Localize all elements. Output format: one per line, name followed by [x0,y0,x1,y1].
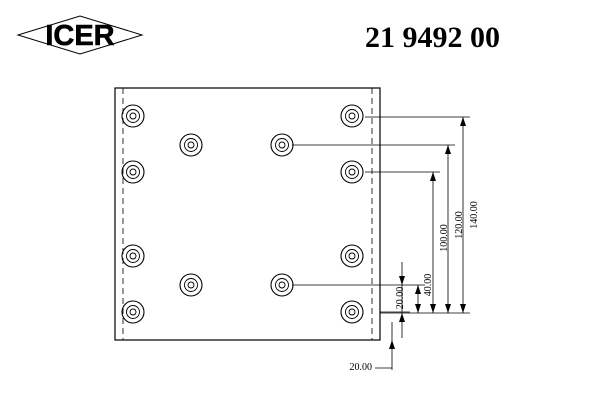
rivet-hole-ring [345,109,359,123]
arrow-40-bottom [415,304,421,313]
rivet-hole-ring [340,104,364,128]
dim-label-40: 40.00 [423,274,434,297]
arrow-100-top [430,172,436,181]
rivet-hole [121,160,145,184]
rivet-hole-ring [348,168,356,176]
rivet-hole-ring [275,278,289,292]
rivet-hole-ring [345,249,359,263]
rivet-hole [121,244,145,268]
rivet-hole-ring [187,141,195,149]
rivet-hole-ring [340,160,364,184]
arrow-40-top [415,285,421,294]
rivet-hole-ring [184,138,198,152]
arrow-20h [389,340,395,349]
dim-label-140: 140.00 [469,201,480,229]
rivet-hole [121,300,145,324]
rivet-hole-ring [345,305,359,319]
dim-label-100: 100.00 [439,224,450,252]
arrow-120-top [445,145,451,154]
rivet-hole-ring [278,141,286,149]
logo-text: ICER [45,20,114,52]
rivet-hole-ring [129,168,137,176]
extension-lines [292,116,470,314]
rivet-hole-ring [121,160,145,184]
arrow-120-bottom [445,304,451,313]
brake-lining-plate [114,87,381,341]
rivet-hole-ring [126,165,140,179]
arrow-20v-bottom [399,313,405,322]
arrow-100-bottom [430,304,436,313]
rivet-hole [121,104,145,128]
arrow-20v-top [399,276,405,285]
rivet-hole [179,133,203,157]
rivet-hole-ring [129,112,137,120]
logo-diamond [16,15,144,55]
rivet-hole-ring [179,133,203,157]
rivet-hole-ring [126,249,140,263]
rivet-hole [270,273,294,297]
dim-label-20-vertical: 20.00 [395,287,406,310]
rivet-hole-ring [340,300,364,324]
rivet-hole-ring [187,281,195,289]
rivet-hole [340,244,364,268]
rivet-hole-ring [126,109,140,123]
rivet-hole-ring [345,165,359,179]
arrow-140-bottom [460,304,466,313]
arrow-140-top [460,117,466,126]
rivet-hole [270,133,294,157]
rivet-hole-ring [270,273,294,297]
rivet-hole [340,160,364,184]
icer-logo: ICER [16,15,144,55]
dim-label-120: 120.00 [454,211,465,239]
part-number: 21 9492 00 [365,21,500,54]
rivet-hole-ring [129,308,137,316]
rivet-hole-ring [270,133,294,157]
rivet-hole-ring [275,138,289,152]
rivet-hole-ring [348,112,356,120]
rivet-hole-ring [121,244,145,268]
rivet-hole-ring [129,252,137,260]
rivet-hole-ring [121,104,145,128]
rivet-hole-ring [121,300,145,324]
dim-label-20-horizontal: 20.00 [350,362,373,373]
rivet-hole [179,273,203,297]
rivet-hole-ring [348,252,356,260]
rivet-hole [340,104,364,128]
dimension-lines [375,117,466,370]
rivet-hole-ring [184,278,198,292]
rivet-hole-ring [126,305,140,319]
rivet-holes [121,104,364,324]
rivet-hole [340,300,364,324]
rivet-hole-ring [340,244,364,268]
rivet-hole-ring [179,273,203,297]
rivet-hole-ring [348,308,356,316]
rivet-hole-ring [278,281,286,289]
